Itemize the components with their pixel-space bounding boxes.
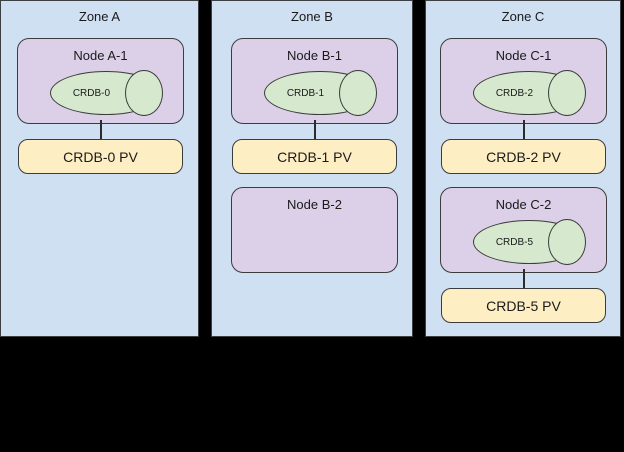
- pod-crdb-5-label: CRDB-5: [495, 236, 534, 248]
- node-b-2-box: Node B-2: [231, 187, 398, 273]
- node-b-2-title: Node B-2: [287, 197, 342, 212]
- pod-crdb-2: CRDB-2: [473, 70, 586, 116]
- zone-b-container: Zone B Node B-1 CRDB-1 CRDB-1 PV Node B-…: [211, 0, 413, 337]
- node-c-1-box: Node C-1 CRDB-2: [440, 38, 607, 124]
- node-b-1-box: Node B-1 CRDB-1: [231, 38, 398, 124]
- node-a-1-box: Node A-1 CRDB-0: [17, 38, 184, 124]
- pv-crdb-1-pv: CRDB-1 PV: [232, 139, 397, 174]
- pod-crdb-0-label: CRDB-0: [72, 87, 111, 99]
- connector-node-a-1-to-pv: [100, 120, 102, 141]
- pod-crdb-1: CRDB-1: [264, 70, 377, 116]
- connector-node-b-1-to-pv: [314, 120, 316, 141]
- zone-c-container: Zone C Node C-1 CRDB-2 CRDB-2 PV Node C-…: [425, 0, 621, 337]
- pod-crdb-5: CRDB-5: [473, 219, 586, 265]
- node-c-2-box: Node C-2 CRDB-5: [440, 187, 607, 273]
- node-b-1-title: Node B-1: [287, 48, 342, 63]
- pod-cylinder-cap: [124, 70, 163, 116]
- connector-node-c-2-to-pv: [523, 269, 525, 290]
- zone-a-container: Zone A Node A-1 CRDB-0 CRDB-0 PV: [0, 0, 199, 337]
- pod-crdb-1-label: CRDB-1: [286, 87, 325, 99]
- pv-crdb-2-pv: CRDB-2 PV: [441, 139, 606, 174]
- pv-crdb-0-pv-label: CRDB-0 PV: [63, 148, 138, 165]
- zone-b-title: Zone B: [291, 9, 333, 24]
- node-c-1-title: Node C-1: [495, 48, 552, 63]
- pv-crdb-5-pv: CRDB-5 PV: [441, 288, 606, 323]
- zone-c-title: Zone C: [501, 9, 545, 24]
- pod-cylinder-cap: [547, 219, 586, 265]
- node-a-1-title: Node A-1: [73, 48, 128, 63]
- pv-crdb-2-pv-label: CRDB-2 PV: [486, 148, 561, 165]
- connector-node-c-1-to-pv: [523, 120, 525, 141]
- pod-crdb-0: CRDB-0: [50, 70, 163, 116]
- node-c-2-title: Node C-2: [495, 197, 552, 212]
- pv-crdb-0-pv: CRDB-0 PV: [18, 139, 183, 174]
- pod-cylinder-cap: [547, 70, 586, 116]
- pv-crdb-1-pv-label: CRDB-1 PV: [277, 148, 352, 165]
- pv-crdb-5-pv-label: CRDB-5 PV: [486, 297, 561, 314]
- pod-crdb-2-label: CRDB-2: [495, 87, 534, 99]
- zone-a-title: Zone A: [78, 9, 121, 24]
- pod-cylinder-cap: [338, 70, 377, 116]
